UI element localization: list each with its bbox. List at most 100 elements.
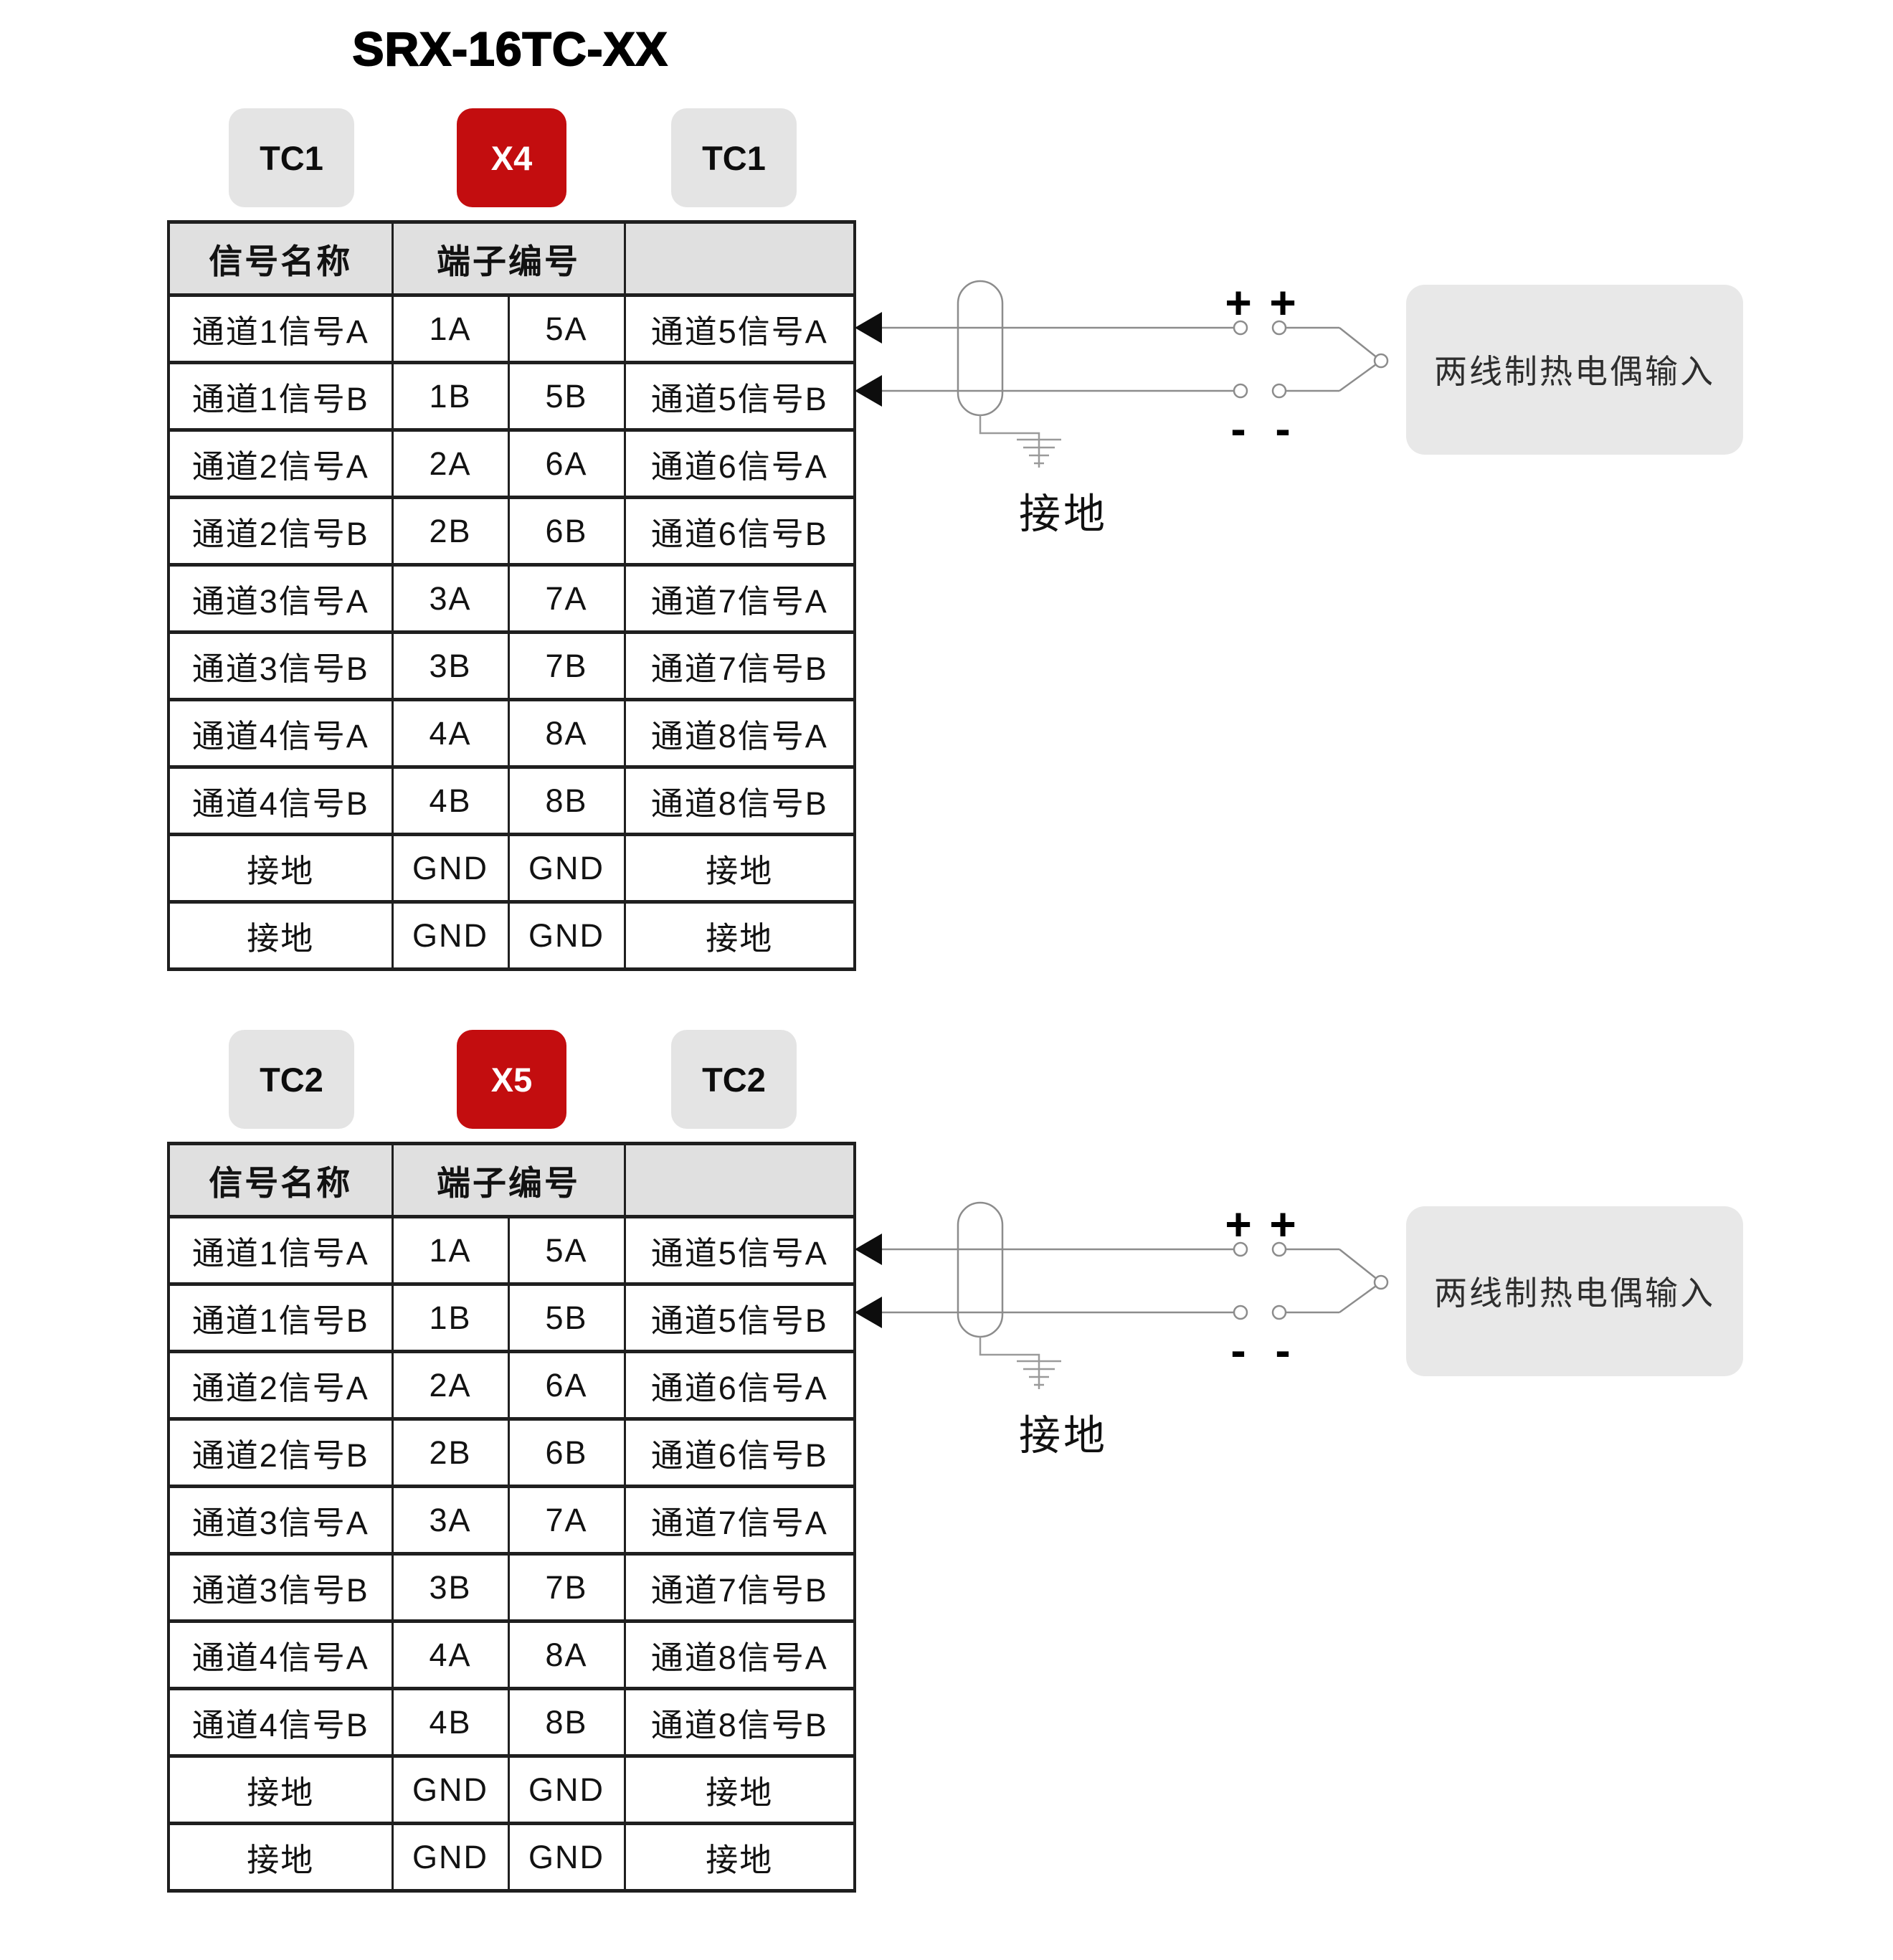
table-cell: 5B [507,361,626,432]
cable-shield-oval [957,1201,1004,1338]
table-cell: 8A [507,698,626,769]
cable-shield-oval [957,280,1004,417]
table-cell: 通道1信号A [167,293,394,364]
signal-arrow-icon [855,312,882,344]
table-cell: 通道7信号B [623,630,856,701]
table-cell: 通道6信号B [623,496,856,567]
thermocouple-input-box [1406,1206,1743,1376]
table-cell: GND [391,900,510,971]
thermocouple-input-label: 两线制热电偶输入 [1434,1274,1715,1312]
connector-tag-tc2-right: TC2 [671,1030,797,1129]
table-cell: 通道6信号A [623,1350,856,1421]
table-cell: GND [391,1822,510,1893]
table-cell: 3B [391,1552,510,1623]
junction-node [1373,1274,1389,1290]
table-cell: 通道3信号A [167,563,394,634]
table-cell: 2A [391,428,510,499]
table-cell: 5A [507,293,626,364]
table-cell: 4B [391,765,510,836]
table-cell: 通道2信号A [167,1350,394,1421]
table-cell: 4B [391,1687,510,1758]
table-cell: 通道6信号A [623,428,856,499]
table-cell: 6A [507,428,626,499]
table-cell: 8A [507,1619,626,1690]
table-header-row: 信号名称 端子编号 [167,220,856,297]
terminal-node [1233,320,1248,336]
ground-label: 接地 [1019,1413,1108,1459]
table-cell: 通道1信号B [167,361,394,432]
table-cell: 通道6信号B [623,1417,856,1488]
plus-label: + [1269,277,1296,328]
ground-symbol-icon [979,1337,1061,1389]
junction-node [1373,353,1389,369]
connector-tag-x4: X4 [457,108,566,207]
table-cell: 2B [391,1417,510,1488]
table-cell: 通道8信号A [623,698,856,769]
wiring-schematic-tc: + + - - 接地 两线制热电偶输入 [855,1198,1743,1459]
table-cell: 接地 [167,1754,394,1825]
table-cell: GND [507,900,626,971]
minus-label: - [1230,1325,1246,1376]
table-cell: 1B [391,1282,510,1353]
table-cell: 6B [507,496,626,567]
header-signal-name: 信号名称 [167,220,394,297]
table-cell: 通道1信号B [167,1282,394,1353]
table-cell: 接地 [623,900,856,971]
table-cell: 通道2信号B [167,496,394,567]
signal-arrow-icon [855,1297,882,1328]
table-cell: GND [507,833,626,904]
table-cell: 1B [391,361,510,432]
connector-tag-tc1-left: TC1 [229,108,354,207]
ground-label: 接地 [1019,491,1108,538]
table-cell: GND [391,833,510,904]
terminal-node [1271,1305,1287,1320]
table-cell: 3B [391,630,510,701]
table-cell: 8B [507,765,626,836]
page-title: SRX-16TC-XX [351,22,668,76]
table-cell: 4A [391,1619,510,1690]
table-cell: 通道3信号B [167,630,394,701]
table-cell: GND [507,1754,626,1825]
table-cell: 7B [507,1552,626,1623]
table-cell: 通道3信号B [167,1552,394,1623]
table-cell: 3A [391,563,510,634]
terminal-node [1233,1305,1248,1320]
terminal-node [1233,383,1248,399]
connector-tag-tc2-left: TC2 [229,1030,354,1129]
table-cell: 7A [507,563,626,634]
table-cell: 通道7信号B [623,1552,856,1623]
header-empty [623,1142,856,1218]
thermocouple-input-label: 两线制热电偶输入 [1434,353,1715,390]
table-cell: 通道8信号B [623,765,856,836]
header-terminal-number: 端子编号 [391,1142,626,1218]
table-cell: 接地 [623,1822,856,1893]
header-signal-name: 信号名称 [167,1142,394,1218]
table-cell: 7A [507,1485,626,1556]
table-cell: 通道4信号B [167,1687,394,1758]
table-cell: 通道5信号A [623,1215,856,1286]
table-cell: 2A [391,1350,510,1421]
table-cell: 接地 [167,1822,394,1893]
table-cell: 通道4信号B [167,765,394,836]
terminal-node [1233,1241,1248,1257]
thermocouple-input-box [1406,285,1743,455]
minus-label: - [1275,1325,1290,1376]
table-cell: 通道5信号B [623,361,856,432]
table-cell: 6A [507,1350,626,1421]
signal-arrow-icon [855,375,882,407]
